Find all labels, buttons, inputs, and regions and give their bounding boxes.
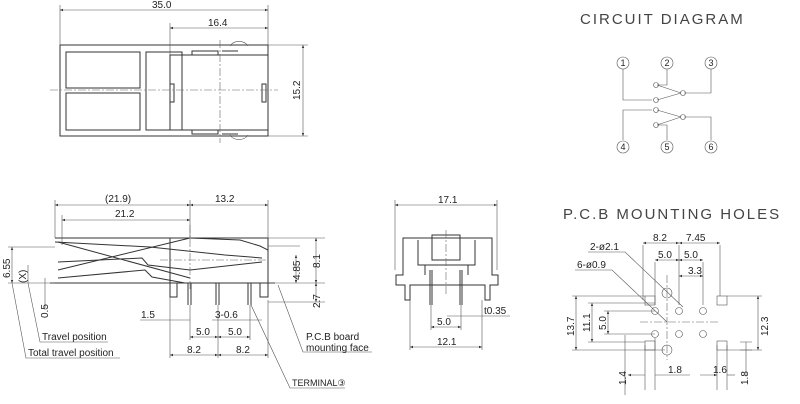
svg-text:5: 5 (664, 142, 669, 152)
dim-half-a: 8.2 (187, 345, 201, 356)
dim-w2: 1.8 (668, 365, 682, 376)
dim-height: 8.1 (312, 254, 323, 268)
dim-pivot: 4.85 (292, 260, 303, 280)
dim-width: 17.1 (438, 195, 458, 206)
dim-post: 1.5 (141, 310, 155, 321)
dim-h3: 5.0 (598, 316, 609, 330)
front-view: 17.1 5.0 t0.35 12.1 (394, 195, 510, 350)
terminal-4: 4 (616, 140, 630, 154)
circuit-title: CIRCUIT DIAGRAM (580, 11, 745, 28)
dim-w3: 1.6 (713, 365, 727, 376)
dim-base: 12.1 (437, 337, 457, 348)
top-view: 35.0 16.4 15.2 (50, 0, 308, 143)
label-pcb-face-2: mounting face (306, 343, 369, 354)
hole-large-label: 2-ø2.1 (590, 242, 619, 253)
dim-pitch: 5.0 (437, 317, 451, 328)
dim-b: 7.45 (686, 233, 706, 244)
dim-pin-width: 3-0.6 (215, 310, 238, 321)
dim-lever-total: (21.9) (105, 194, 131, 205)
label-total-travel-position: Total travel position (28, 348, 114, 359)
label-pcb-face-1: P.C.B board (306, 332, 359, 343)
dim-thickness: t0.35 (484, 306, 507, 317)
dim-x: (X) (18, 270, 29, 283)
dim-w4: 1.8 (740, 371, 751, 385)
dim-a: 8.2 (653, 233, 667, 244)
pcb-title: P.C.B MOUNTING HOLES (563, 206, 781, 223)
dim-pitch-b: 5.0 (228, 327, 242, 338)
dim-length: 35.0 (152, 0, 172, 11)
hole-small-label: 6-ø0.9 (577, 260, 606, 271)
terminal-6: 6 (704, 140, 718, 154)
dim-pin-length: 2.7 (312, 294, 323, 308)
dim-h1: 13.7 (566, 316, 577, 336)
dim-w1: 1.4 (618, 371, 629, 385)
dim-pitch-a: 5.0 (196, 327, 210, 338)
svg-text:2: 2 (664, 58, 669, 68)
dim-body: 13.2 (215, 194, 235, 205)
svg-text:3: 3 (708, 58, 713, 68)
dim-pitch-b: 5.0 (684, 250, 698, 261)
terminal-1: 1 (616, 56, 630, 70)
svg-text:6: 6 (708, 142, 713, 152)
circuit-diagram: CIRCUIT DIAGRAM 1 2 3 4 5 6 (580, 11, 745, 154)
dim-body: 16.4 (208, 18, 228, 29)
dim-c: 3.3 (688, 266, 702, 277)
dim-half-b: 8.2 (236, 345, 250, 356)
dim-h4: 12.3 (760, 316, 771, 336)
terminal-3: 3 (704, 56, 718, 70)
dim-pitch-a: 5.0 (658, 250, 672, 261)
dim-width: 15.2 (292, 80, 303, 100)
label-travel-position: Travel position (42, 332, 107, 343)
pcb-mounting-holes: P.C.B MOUNTING HOLES 8.2 7.45 5.0 5.0 3.… (563, 206, 781, 395)
svg-text:4: 4 (620, 142, 625, 152)
dim-lever: 21.2 (115, 209, 135, 220)
dim-h2: 11.1 (582, 313, 593, 332)
dim-height-total: 6.55 (2, 258, 13, 278)
dim-travel: 0.5 (40, 304, 51, 318)
label-terminal: TERMINAL③ (292, 378, 346, 388)
terminal-2: 2 (660, 56, 674, 70)
side-view: (21.9) 21.2 13.2 6.55 (X) 0.5 4.85 8.1 2… (2, 194, 372, 389)
svg-text:1: 1 (620, 58, 625, 68)
terminal-5: 5 (660, 140, 674, 154)
